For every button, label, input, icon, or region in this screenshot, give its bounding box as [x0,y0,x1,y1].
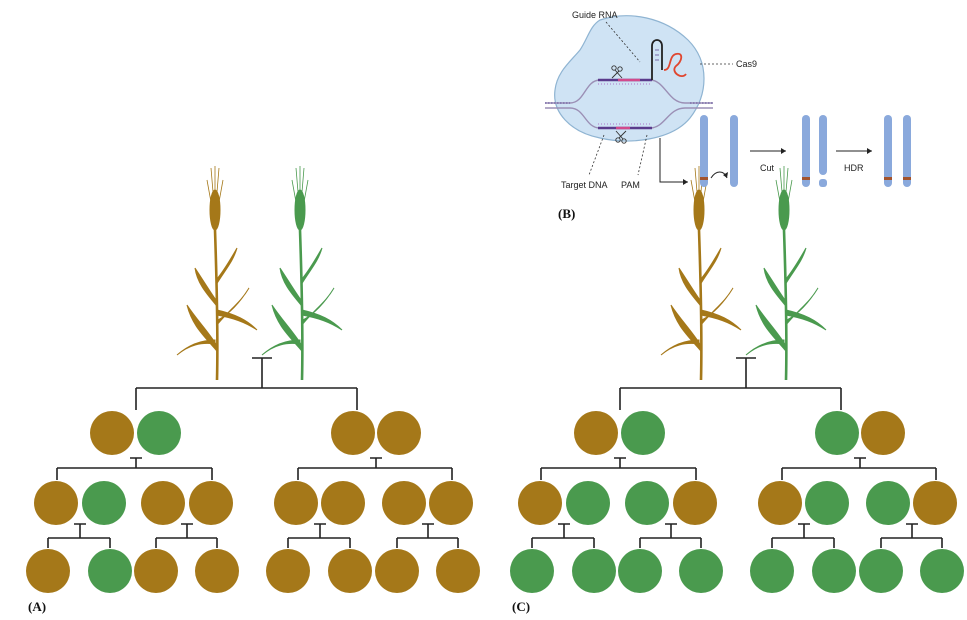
hdr-label: HDR [844,163,864,173]
panel-a-gen2-0-plant-0 [34,481,78,525]
panel-a [26,164,480,593]
cas9-protein [554,15,705,142]
panel-c-gen3-0-plant-1 [572,549,616,593]
panel-c-gen1-0-plant-1 [621,411,665,455]
panel-c-label: (C) [512,599,530,614]
panel-a-gen2-connector-1 [297,457,453,480]
panel-a-gen2-0-plant-1 [82,481,126,525]
panel-a-gen3-0-plant-0 [26,549,70,593]
panel-a-gen1-0-plant-0 [90,411,134,455]
panel-a-gen3-connector-0 [47,523,111,548]
panel-c-gen2-2-plant-1 [805,481,849,525]
target-dna-label: Target DNA [561,180,608,190]
panel-c-gen2-1-plant-1 [673,481,717,525]
panel-a-gen3-3-plant-0 [375,549,419,593]
panel-a-gen3-connector-1 [155,523,218,548]
panel-c-gen1-connector [619,387,842,410]
pam-label: PAM [621,180,640,190]
panel-c-gen3-connector-1 [639,523,702,548]
panel-a-gen1-0-plant-1 [137,411,181,455]
panel-a-gen3-connector-2 [287,523,351,548]
panel-a-gen3-1-plant-1 [195,549,239,593]
brown-wheat-plant [175,164,259,382]
chromosome-pair-original [700,115,738,187]
panel-c-gen2-0-plant-1 [566,481,610,525]
panel-a-gen1-connector [135,387,358,410]
panel-a-label: (A) [28,599,46,614]
panel-c [510,164,964,593]
panel-a-gen3-2-plant-0 [266,549,310,593]
panel-a-gen2-1-plant-1 [189,481,233,525]
panel-b-label: (B) [558,206,575,221]
panel-a-gen2-connector-0 [56,457,213,480]
panel-c-gen3-connector-2 [771,523,835,548]
cut-label: Cut [760,163,775,173]
panel-c-gen2-2-plant-0 [758,481,802,525]
green-wheat-plant [260,164,344,382]
panel-c-gen3-connector-0 [531,523,595,548]
panel-c-gen3-3-plant-0 [859,549,903,593]
panel-a-gen2-2-plant-1 [321,481,365,525]
panel-a-parent-cross-tee [252,357,272,388]
panel-a-gen2-2-plant-0 [274,481,318,525]
target-dna-strands [545,78,713,130]
chromosome-pair-cut [802,115,827,187]
panel-a-gen1-1-plant-1 [377,411,421,455]
panel-a-gen3-0-plant-1 [88,549,132,593]
panel-c-gen2-0-plant-0 [518,481,562,525]
panel-a-gen3-1-plant-0 [134,549,178,593]
panel-a-gen2-3-plant-1 [429,481,473,525]
panel-a-gen3-connector-3 [396,523,459,548]
panel-c-gen2-1-plant-0 [625,481,669,525]
panel-c-gen3-connector-3 [880,523,943,548]
panel-c-gen1-1-plant-0 [815,411,859,455]
guide-rna-label: Guide RNA [572,10,618,20]
panel-b: Guide RNA Cas9 Target DNA PAM Cut HDR [545,10,911,221]
scissors-icon [611,65,627,144]
guide-rna-structure [651,39,687,80]
panel-c-parent-cross-tee [736,357,756,388]
cas9-label: Cas9 [736,59,757,69]
panel-c-gen2-connector-1 [781,457,937,480]
panel-c-gen3-0-plant-0 [510,549,554,593]
panel-a-gen3-3-plant-1 [436,549,480,593]
panel-c-gen2-3-plant-1 [913,481,957,525]
green-wheat-plant [744,164,828,382]
panel-c-gen1-0-plant-0 [574,411,618,455]
panel-c-gen1-1-plant-1 [861,411,905,455]
panel-a-gen2-3-plant-0 [382,481,426,525]
panel-c-gen3-2-plant-0 [750,549,794,593]
panel-a-gen3-2-plant-1 [328,549,372,593]
panel-c-gen2-connector-0 [540,457,697,480]
panel-a-gen2-1-plant-0 [141,481,185,525]
panel-a-gen1-1-plant-0 [331,411,375,455]
panel-c-gen3-2-plant-1 [812,549,856,593]
panel-c-gen2-3-plant-0 [866,481,910,525]
panel-c-gen3-1-plant-0 [618,549,662,593]
panel-c-gen3-3-plant-1 [920,549,964,593]
brown-wheat-plant [659,164,743,382]
chromosome-pair-repaired [884,115,911,187]
panel-c-gen3-1-plant-1 [679,549,723,593]
